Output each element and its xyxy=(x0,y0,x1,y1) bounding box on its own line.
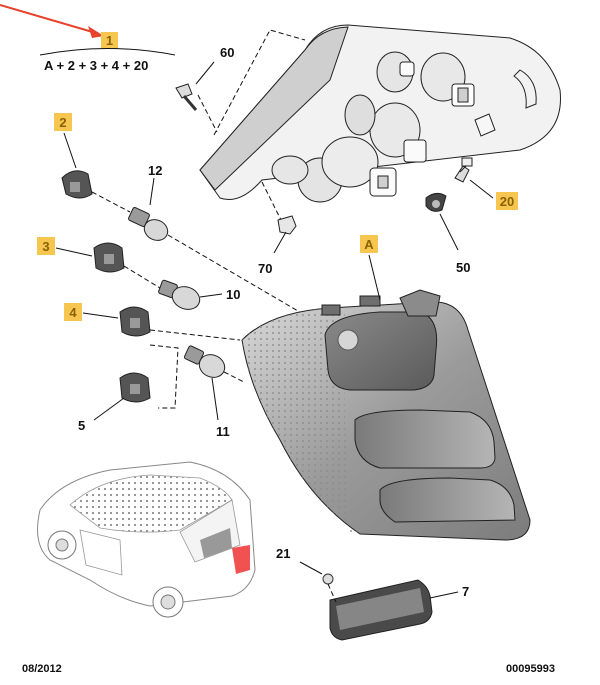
guide-line-2-12 xyxy=(91,191,131,213)
leader-3 xyxy=(55,247,93,257)
guide-line-4-5 xyxy=(149,344,179,409)
reflector-7[interactable] xyxy=(329,579,433,641)
footer-date: 08/2012 xyxy=(22,663,62,675)
leader-5 xyxy=(93,397,125,421)
callout-4[interactable]: 4 xyxy=(64,303,82,321)
callout-3[interactable]: 3 xyxy=(37,237,55,255)
callout-1-label: 1 xyxy=(106,33,113,48)
bulb-12[interactable] xyxy=(128,207,171,244)
bulb-holder-2[interactable] xyxy=(61,170,93,199)
label-70: 70 xyxy=(258,261,272,276)
formula-brace xyxy=(39,48,176,56)
guide-line-3-10 xyxy=(123,265,161,289)
red-pointer-arrow-icon xyxy=(0,4,104,38)
label-50: 50 xyxy=(456,260,470,275)
label-2: 2 xyxy=(59,115,66,130)
label-A: A xyxy=(364,237,374,252)
leader-50 xyxy=(439,213,459,251)
leader-70 xyxy=(273,231,287,254)
leader-4 xyxy=(82,312,119,319)
guide-line-11-lens xyxy=(223,371,245,383)
label-3: 3 xyxy=(42,239,49,254)
guide-line-12-lens xyxy=(167,234,311,319)
label-12: 12 xyxy=(148,163,162,178)
lamp-housing-rear[interactable] xyxy=(199,24,561,203)
label-20: 20 xyxy=(500,194,514,209)
guide-line-clip-70 xyxy=(261,181,283,223)
leader-20 xyxy=(469,179,494,199)
footer-reference: 00095993 xyxy=(506,663,555,675)
clip-70[interactable] xyxy=(277,215,297,235)
callout-2[interactable]: 2 xyxy=(54,113,72,131)
label-10: 10 xyxy=(226,287,240,302)
label-11: 11 xyxy=(216,424,230,439)
rear-lamp-lens-A[interactable] xyxy=(241,289,531,541)
leader-7 xyxy=(429,591,459,599)
label-60: 60 xyxy=(220,45,234,60)
label-4: 4 xyxy=(69,305,77,320)
guide-line-screw-60 xyxy=(197,94,218,133)
label-21: 21 xyxy=(276,546,290,561)
guide-line-4-lens xyxy=(149,329,241,341)
label-5: 5 xyxy=(78,418,85,433)
label-7: 7 xyxy=(462,584,469,599)
screw-60[interactable] xyxy=(175,83,198,111)
bulb-holder-20[interactable] xyxy=(454,157,473,183)
bulb-10[interactable] xyxy=(158,279,203,313)
screw-21[interactable] xyxy=(322,573,334,585)
leader-A xyxy=(368,254,381,301)
leader-21 xyxy=(299,561,323,575)
bulb-holder-3[interactable] xyxy=(93,242,125,273)
car-illustration xyxy=(37,461,256,618)
leader-60 xyxy=(195,61,215,85)
leader-10 xyxy=(199,293,223,298)
leader-2 xyxy=(63,132,77,169)
bulb-holder-5[interactable] xyxy=(119,372,151,403)
callout-A[interactable]: A xyxy=(360,235,378,253)
bulb-11[interactable] xyxy=(183,345,229,381)
leader-12 xyxy=(149,177,155,206)
bulb-holder-4[interactable] xyxy=(119,306,151,337)
assembly-callout-1[interactable]: 1 xyxy=(101,32,118,49)
nut-50[interactable] xyxy=(425,192,447,212)
callout-20[interactable]: 20 xyxy=(496,192,518,210)
assembly-formula: A + 2 + 3 + 4 + 20 xyxy=(44,58,148,73)
guide-line-21 xyxy=(327,583,337,603)
leader-11 xyxy=(211,377,219,421)
